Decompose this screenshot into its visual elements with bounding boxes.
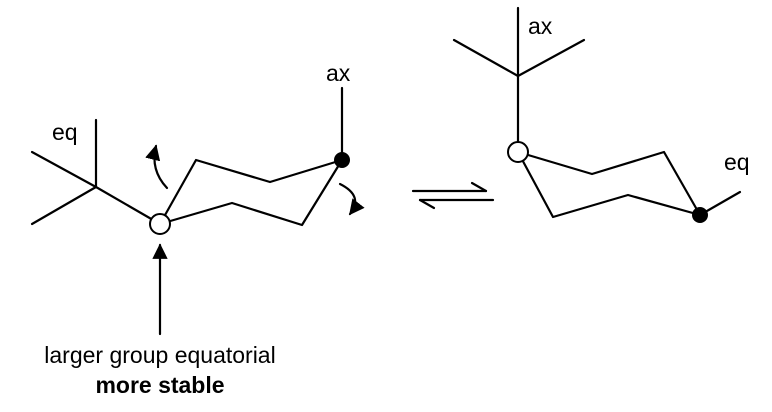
right-tbutyl-methyl-left: [452, 38, 520, 78]
right-chair-ring: [516, 150, 702, 219]
left-tbutyl-bond: [94, 185, 162, 226]
equilibrium-arrows: [411, 181, 495, 210]
ring-flip-arrow-down: [338, 182, 365, 216]
left-eq-label: eq: [52, 119, 78, 145]
annotation: larger group equatorial more stable: [44, 243, 276, 398]
reverse-arrow-barb: [418, 198, 436, 210]
right-open-carbon-marker: [507, 141, 529, 163]
right-conformer: ax eq: [452, 6, 750, 223]
forward-arrow-barb: [470, 181, 488, 193]
right-ax-label: ax: [528, 13, 553, 39]
right-eq-label: eq: [724, 149, 750, 175]
left-conformer: eq ax: [30, 60, 365, 235]
left-tbutyl-methyl-down: [30, 185, 98, 226]
right-filled-carbon-marker: [692, 207, 708, 223]
left-open-carbon-marker: [149, 213, 171, 235]
caption-line-1: larger group equatorial: [44, 342, 275, 368]
caption-line-2: more stable: [95, 372, 224, 398]
left-tbutyl-methyl-left: [30, 150, 98, 189]
ring-flip-arrow-up: [145, 144, 169, 190]
left-filled-carbon-marker: [334, 152, 350, 168]
left-ax-label: ax: [326, 60, 351, 86]
right-tbutyl-methyl-right: [516, 38, 586, 78]
left-chair-ring: [158, 158, 344, 227]
